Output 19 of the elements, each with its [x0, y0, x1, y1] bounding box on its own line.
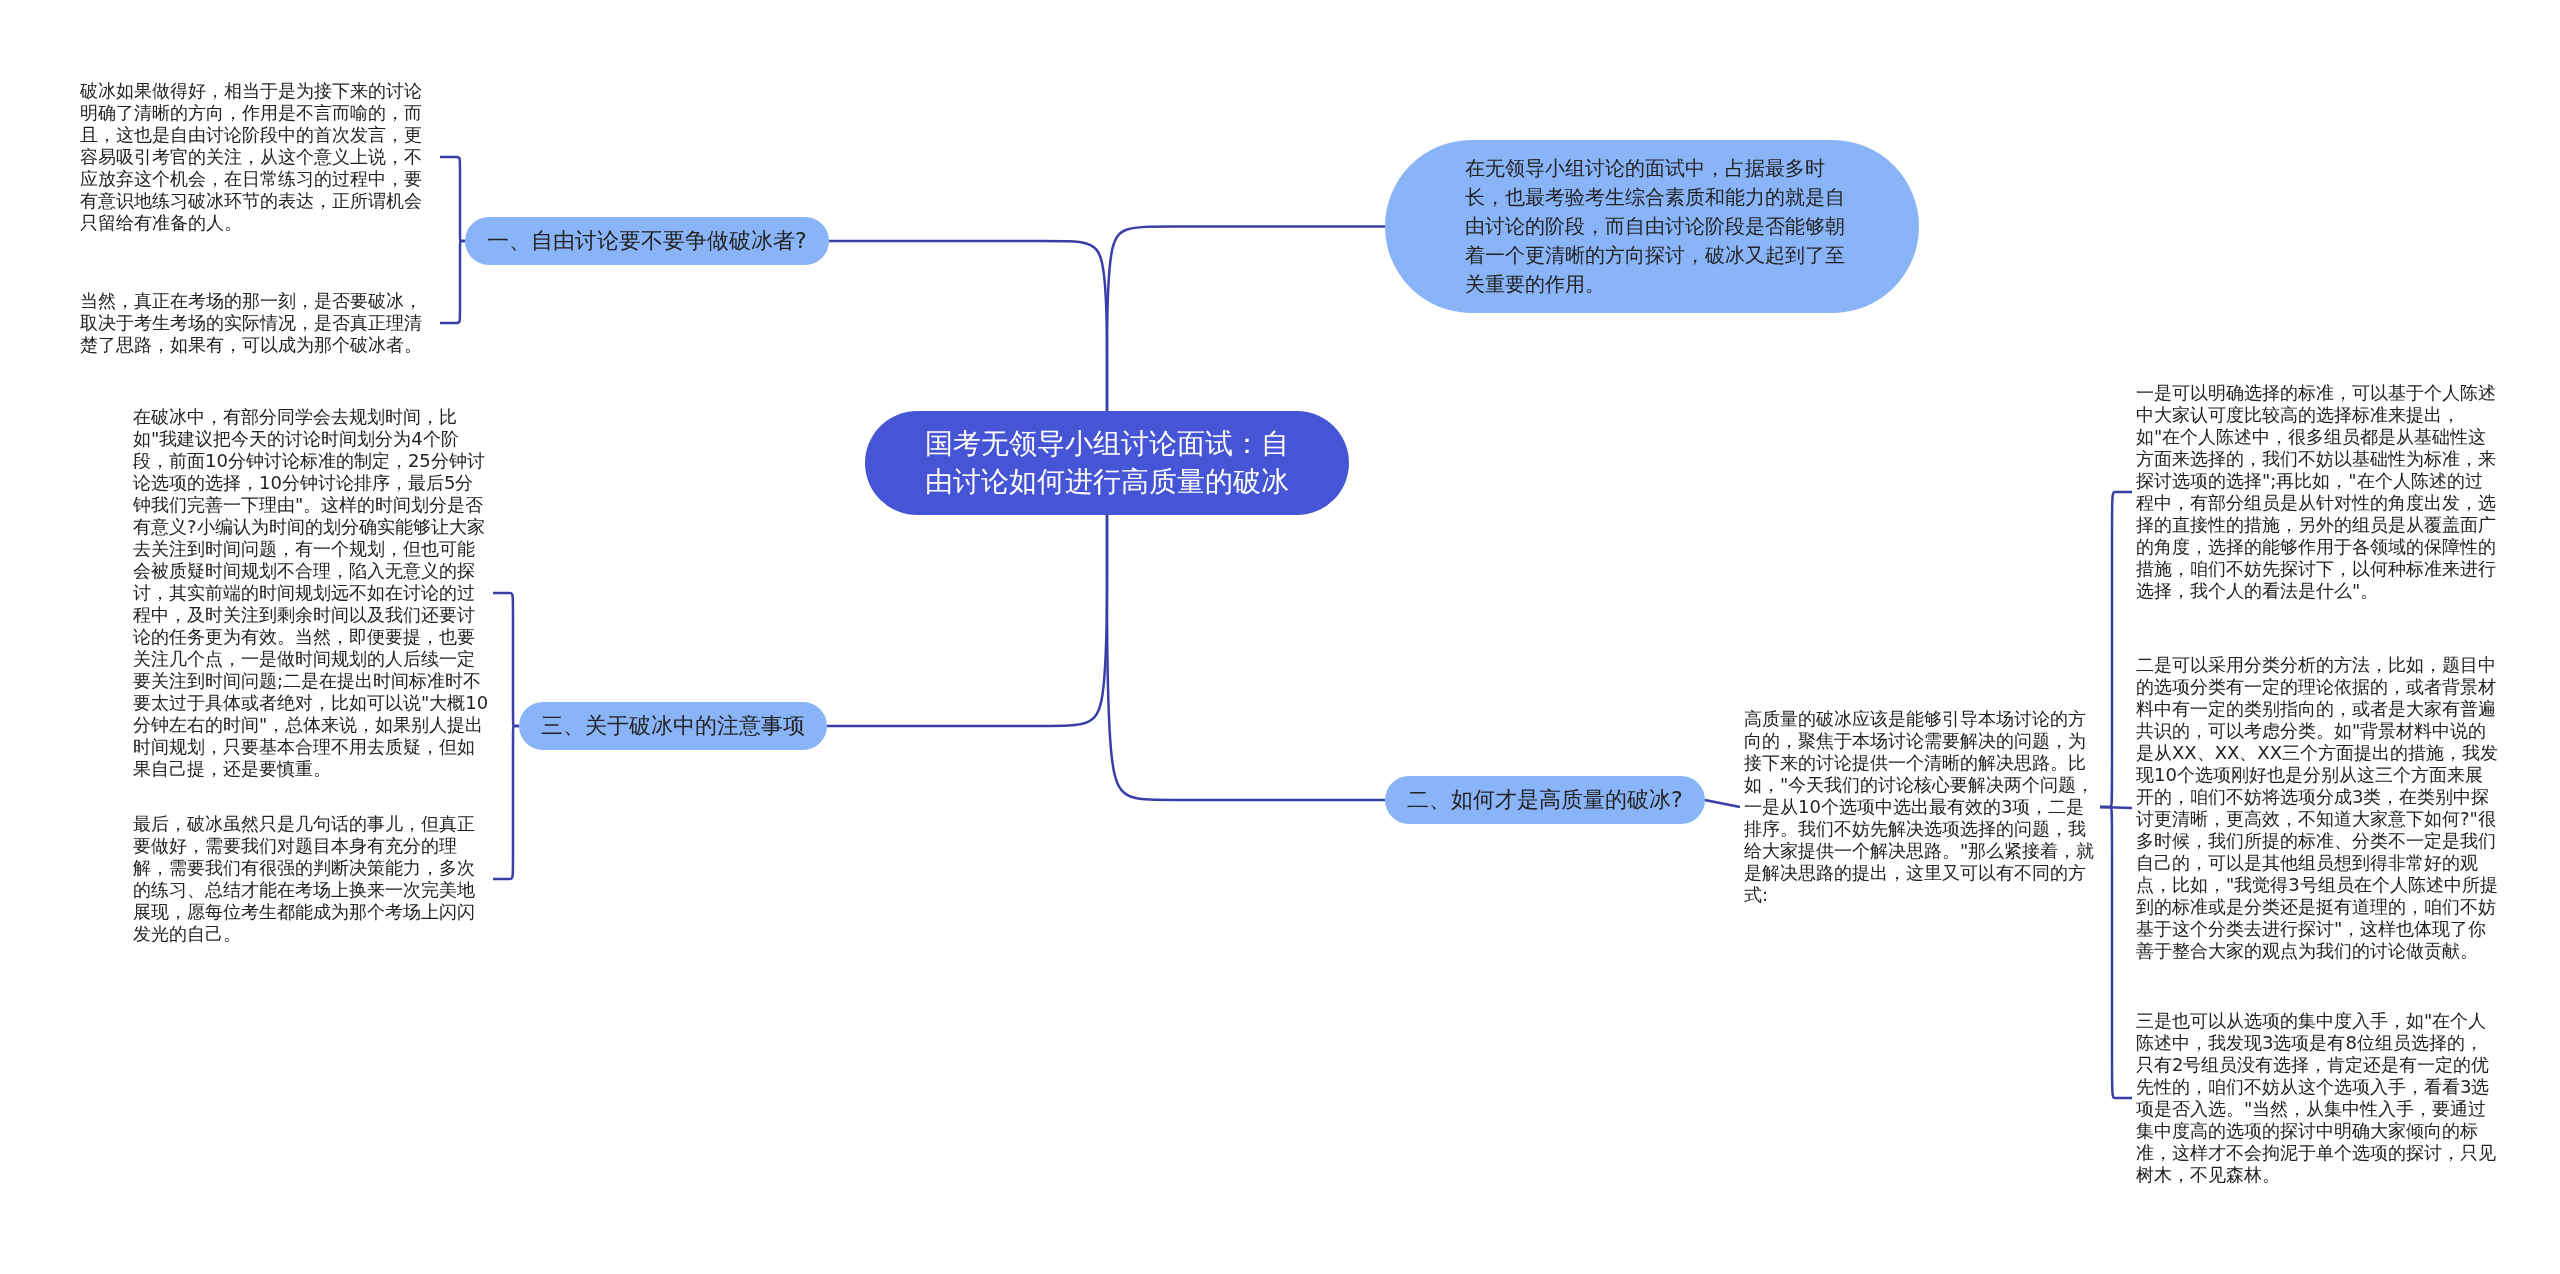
note-text: 二是可以采用分类分析的方法，比如，题目中的选项分类有一定的理论依据的，或者背景材料中有一定的类别指向的，或者是大家有普遍共识的，可以考虑分类。如"背景材料中说的是从XX、XX、XX三个方面提出的措施，我发现10个选项刚好也是分别从这三个方面来展开的，咱们不妨将选项分成3类，在类别中探讨更清晰，更高效，不知道大家意下如何?"很多时候，我们所提的标准、分类不一定是我们自己的，可以是其他组员想到得非常好的观点，比如，"我觉得3号组员在个人陈述中所提到的标准或是分类还是挺有道理的，咱们不妨基于这个分类去进行探讨"，这样也体现了你善于整合大家的观点为我们的讨论做贡献。 [2136, 654, 2498, 962]
note-text: 最后，破冰虽然只是几句话的事儿，但真正要做好，需要我们对题目本身有充分的理解，需要我们有很强的判断决策能力，多次的练习、总结才能在考场上换来一次完美地展现，愿每位考生都能成为那个考场上闪闪发光的自己。 [133, 813, 489, 945]
connector-line [1105, 515, 1385, 802]
topic-text: 国考无领导小组讨论面试：自由讨论如何进行高质量的破冰 [924, 426, 1290, 500]
note-text: 当然，真正在考场的那一刻，是否要破冰，取决于考生考场的实际情况，是否真正理清楚了思路，如果有，可以成为那个破冰者。 [80, 290, 436, 356]
topic-text: 一、自由讨论要不要争做破冰者? [487, 227, 807, 255]
branch-topic [1385, 776, 1705, 824]
note-text: 三是也可以从选项的集中度入手，如"在个人陈述中，我发现3选项是有8位组员选择的，只有2号组员没有选择，肯定还是有一定的优先性的，咱们不妨从这个选项入手，看看3选项是否入选。"当然，从集中性入手，要通过集中度高的选项的探讨中明确大家倾向的标准，这样才不会拘泥于单个选项的探讨，只见树木，不见森林。 [2136, 1010, 2498, 1186]
topic-text: 在无领导小组讨论的面试中，占据最多时长，也最考验考生综合素质和能力的就是自由讨论的阶段，而自由讨论阶段是否能够朝着一个更清晰的方向探讨，破冰又起到了至关重要的作用。 [1465, 155, 1846, 298]
topic-text: 二、如何才是高质量的破冰? [1407, 786, 1683, 814]
topic-text: 三、关于破冰中的注意事项 [541, 712, 805, 740]
connector-line [828, 239, 1109, 411]
note-text: 破冰如果做得好，相当于是为接下来的讨论明确了清晰的方向，作用是不言而喻的，而且，这也是自由讨论阶段中的首次发言，更容易吸引考官的关注，从这个意义上说，不应放弃这个机会，在日常练习的过程中，要有意识地练习破冰环节的表达，正所谓机会只留给有准备的人。 [80, 80, 436, 234]
note-text: 高质量的破冰应该是能够引导本场讨论的方向的，聚焦于本场讨论需要解决的问题，为接下来的讨论提供一个清晰的解决思路。比如，"今天我们的讨论核心要解决两个问题，一是从10个选项中选出最有效的3项，二是排序。我们不妨先解决选项选择的问题，我给大家提供一个解决思路。"那么紧接着，就是解决思路的提出，这里又可以有不同的方式: [1744, 708, 2100, 906]
branch-topic [465, 217, 829, 265]
branch-topic [519, 702, 827, 750]
note-text: 一是可以明确选择的标准，可以基于个人陈述中大家认可度比较高的选择标准来提出，如"在个人陈述中，很多组员都是从基础性这方面来选择的，我们不妨以基础性为标准，来探讨选项的选择";再比如，"在个人陈述的过程中，有部分组员是从针对性的角度出发，选择的直接性的措施，另外的组员是从覆盖面广的角度，选择的能够作用于各领域的保障性的措施，咱们不妨先探讨下，以何种标准来进行选择，我个人的看法是什么"。 [2136, 382, 2498, 602]
connector-line [1704, 798, 1741, 809]
note-text: 在破冰中，有部分同学会去规划时间，比如"我建议把今天的讨论时间划分为4个阶段，前面10分钟讨论标准的制定，25分钟讨论选项的选择，10分钟讨论排序，最后5分钟我们完善一下理由"。这样的时间划分是否有意义?小编认为时间的划分确实能够让大家去关注到时间问题，有一个规划，但也可能会被质疑时间规划不合理，陷入无意义的探讨，其实前端的时间规划远不如在讨论的过程中，及时关注到剩余时间以及我们还要讨论的任务更为有效。当然，即便要提，也要关注几个点，一是做时间规划的人后续一定要关注到时间问题;二是在提出时间标准时不要太过于具体或者绝对，比如可以说"大概10分钟左右的时间"，总体来说，如果别人提出时间规划，只要基本合理不用去质疑，但如果自己提，还是要慎重。 [133, 406, 489, 780]
